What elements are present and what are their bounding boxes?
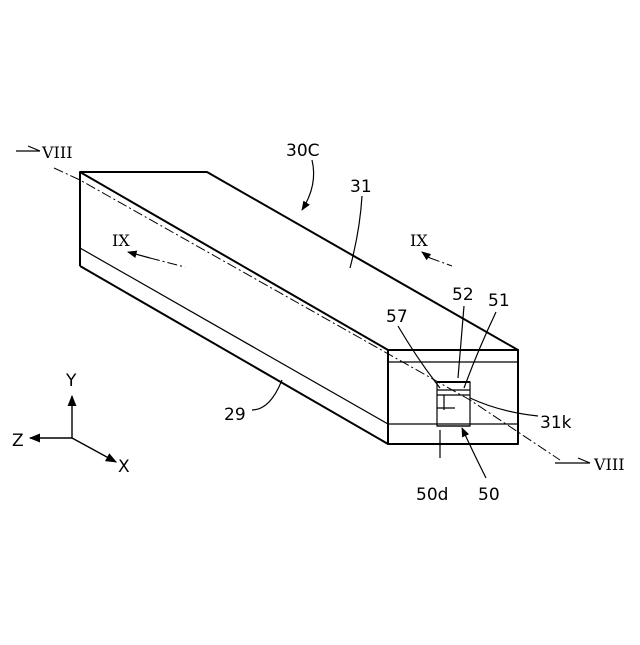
viii-left-arrow-head xyxy=(28,146,40,151)
front-end-face xyxy=(388,350,518,444)
layer-29-boundary-front xyxy=(80,248,388,424)
section-label-viii-right: VIII xyxy=(593,455,625,474)
leader-57 xyxy=(398,326,440,388)
section-label-ix-right: IX xyxy=(410,231,428,250)
axis-label-z: Z xyxy=(12,431,24,451)
label-30c: 30C xyxy=(286,141,320,161)
axis-triad xyxy=(30,396,116,462)
block-body xyxy=(80,172,518,444)
label-50d: 50d xyxy=(416,485,448,505)
section-label-viii-left: VIII xyxy=(41,143,73,162)
leader-50 xyxy=(462,428,486,478)
groove-50 xyxy=(437,382,470,426)
ix-left-arrow xyxy=(128,252,150,258)
label-51: 51 xyxy=(488,291,510,311)
label-31k: 31k xyxy=(540,413,572,433)
label-57: 57 xyxy=(386,307,408,327)
ix-right-arrow xyxy=(422,252,430,258)
leader-29 xyxy=(252,380,282,410)
x-axis-arrow xyxy=(72,438,116,462)
groove-outline xyxy=(437,382,470,426)
top-face-31 xyxy=(80,172,518,350)
ix-left-dash xyxy=(150,258,185,267)
ix-right-dash xyxy=(430,258,452,266)
label-31: 31 xyxy=(350,177,372,197)
viii-right-arrow-head xyxy=(578,458,590,463)
leader-30c xyxy=(302,160,314,210)
section-line-viii xyxy=(54,168,560,460)
label-52: 52 xyxy=(452,285,474,305)
label-29: 29 xyxy=(224,405,246,425)
axis-label-x: X xyxy=(118,457,130,477)
label-50: 50 xyxy=(478,485,500,505)
section-label-ix-left: IX xyxy=(112,231,130,250)
axis-label-y: Y xyxy=(65,371,77,391)
